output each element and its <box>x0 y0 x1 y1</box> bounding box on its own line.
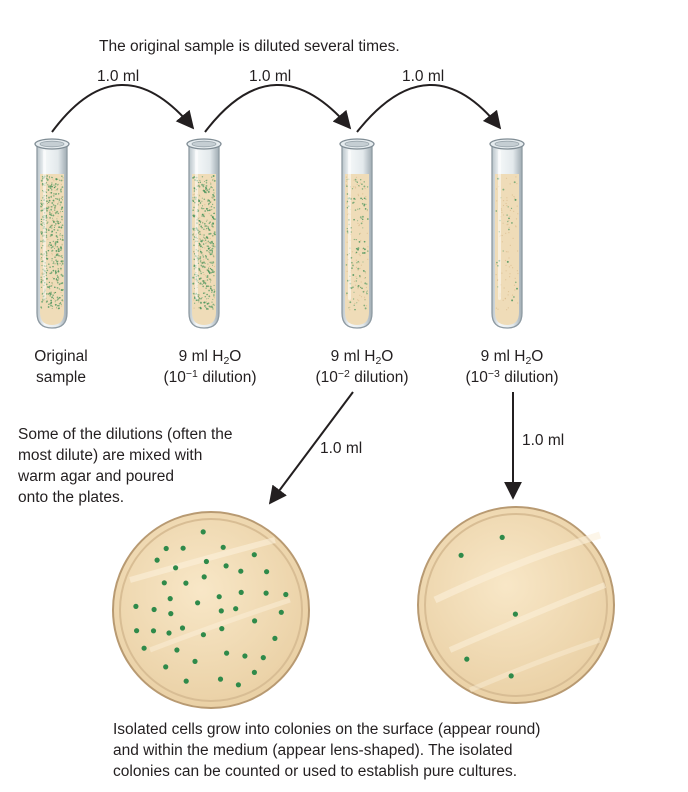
colony <box>263 590 269 596</box>
tube-label-line1: 9 ml H2O <box>178 348 242 367</box>
colony <box>219 626 225 632</box>
plating-arrow-left <box>268 391 354 505</box>
colony <box>174 647 180 653</box>
tube-label-dilution-2: 9 ml H2O (10−2 dilution) <box>302 346 422 388</box>
colony <box>173 565 179 571</box>
colony <box>278 609 284 615</box>
colony <box>218 608 224 614</box>
colony <box>183 678 189 684</box>
colony <box>260 655 266 661</box>
colony <box>216 594 222 600</box>
plating-note-line: Some of the dilutions (often the <box>18 426 233 443</box>
colony <box>233 606 239 612</box>
tube-dilution-2 <box>339 138 375 329</box>
colony <box>464 656 470 662</box>
colony <box>508 673 514 679</box>
colony <box>183 580 189 586</box>
bottom-caption-line: Isolated cells grow into colonies on the… <box>113 721 541 738</box>
tube-label-line1: 9 ml H2O <box>480 348 544 367</box>
tube-original-sample <box>34 138 70 329</box>
tube-label-line2: (10−2 dilution) <box>315 368 409 386</box>
bottom-caption-line: and within the medium (appear lens-shape… <box>113 742 513 759</box>
colony <box>242 653 248 659</box>
colony <box>220 544 226 550</box>
petri-plate-right <box>417 506 615 704</box>
colony <box>224 650 230 656</box>
colony <box>195 600 201 606</box>
colony <box>133 603 139 610</box>
colony <box>166 630 172 636</box>
colony <box>251 669 257 676</box>
tube-label-dilution-1: 9 ml H2O (10−1 dilution) <box>150 346 270 388</box>
colony <box>252 618 258 624</box>
transfer-volume-label-2: 1.0 ml <box>249 68 292 85</box>
colony <box>264 569 270 575</box>
colony <box>180 545 186 551</box>
colony <box>168 611 174 617</box>
colony <box>272 635 278 642</box>
colony <box>163 545 169 552</box>
tube-label-line2: sample <box>36 369 86 386</box>
colony <box>203 558 209 565</box>
colony <box>200 529 206 535</box>
transfer-arrow-3 <box>356 84 502 133</box>
tube-label-line2: (10−3 dilution) <box>465 368 559 386</box>
colony <box>167 596 173 602</box>
colony <box>141 645 147 651</box>
colony <box>134 628 140 634</box>
colonies-right <box>458 534 519 679</box>
petri-plate-left <box>112 511 310 709</box>
tube-label-line2: (10−1 dilution) <box>163 368 257 386</box>
transfer-arrow-2 <box>204 84 352 133</box>
colony <box>154 557 160 563</box>
colony <box>161 580 167 586</box>
colony <box>251 552 257 558</box>
colony <box>238 568 244 574</box>
tube-dilution-1 <box>186 138 222 329</box>
plating-note: Some of the dilutions (often the most di… <box>18 424 233 508</box>
colony <box>163 664 169 670</box>
plating-note-line: most dilute) are mixed with <box>18 447 203 464</box>
transfer-arrows <box>51 84 502 133</box>
tube-dilution-3 <box>489 138 525 329</box>
colony <box>201 574 207 580</box>
colony <box>223 563 229 569</box>
colony <box>200 632 206 638</box>
test-tubes <box>34 138 525 329</box>
colony <box>283 591 289 598</box>
tube-label-line1: Original <box>34 348 88 365</box>
tube-label-original: Original sample <box>16 346 106 388</box>
bottom-caption: Isolated cells grow into colonies on the… <box>113 719 540 782</box>
plating-note-line: onto the plates. <box>18 489 124 506</box>
plating-arrows <box>268 391 522 505</box>
transfer-volume-label-1: 1.0 ml <box>97 68 140 85</box>
colony <box>235 682 241 688</box>
transfer-arrow-1 <box>51 84 195 133</box>
colony <box>192 658 198 665</box>
colonies-left <box>133 529 289 688</box>
colony <box>179 625 186 631</box>
colony <box>458 552 464 558</box>
top-caption: The original sample is diluted several t… <box>99 38 400 55</box>
colony <box>499 534 505 541</box>
tube-label-dilution-3: 9 ml H2O (10−3 dilution) <box>452 346 572 388</box>
colony <box>217 676 224 682</box>
colony <box>512 611 519 617</box>
transfer-volume-label-3: 1.0 ml <box>402 68 445 85</box>
bottom-caption-line: colonies can be counted or used to estab… <box>113 763 518 780</box>
colony <box>150 628 157 634</box>
colony <box>151 606 157 613</box>
plating-volume-label-right: 1.0 ml <box>522 432 565 449</box>
colony <box>238 589 244 596</box>
tube-label-line1: 9 ml H2O <box>330 348 394 367</box>
plating-note-line: warm agar and poured <box>18 468 174 485</box>
plating-volume-label-left: 1.0 ml <box>320 440 363 457</box>
